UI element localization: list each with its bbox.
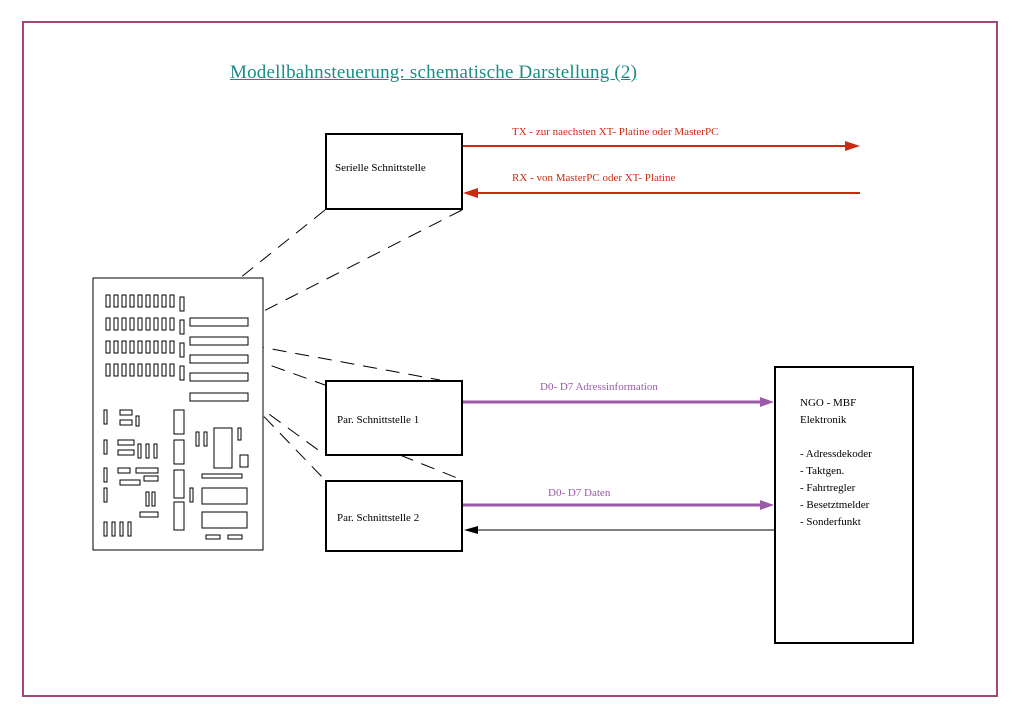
ic-pin <box>145 317 151 331</box>
ngo-title-line1: NGO - MBF <box>800 397 857 409</box>
address-signal-label: D0- D7 Adressinformation <box>540 381 658 393</box>
serial-interface-label: Serielle Schnittstelle <box>335 162 426 174</box>
ic-pin <box>161 363 167 377</box>
ic-pin <box>179 365 185 381</box>
ic-pin <box>137 340 143 354</box>
ic-pin <box>145 340 151 354</box>
ic-pin <box>145 363 151 377</box>
ic-pin <box>153 317 159 331</box>
ic-pin <box>179 319 185 335</box>
ic-pin <box>105 340 111 354</box>
diagram-title: Modellbahnsteuerung: schematische Darste… <box>230 62 638 83</box>
ic-pin <box>179 342 185 358</box>
ic-pin <box>137 317 143 331</box>
ic-pin <box>105 317 111 331</box>
ic-pin <box>121 340 127 354</box>
ngo-item-address-decoder: - Adressdekoder <box>800 448 872 460</box>
page-frame <box>22 21 998 697</box>
circuit-board <box>92 277 264 551</box>
ic-pin <box>121 317 127 331</box>
ic-pin <box>121 294 127 308</box>
ngo-mbf-box: NGO - MBF Elektronik - Adressdekoder - T… <box>774 366 914 644</box>
board-components <box>103 409 249 540</box>
dashed-line <box>249 209 463 319</box>
ic-pin <box>129 363 135 377</box>
return-arrow <box>464 526 774 534</box>
ic-pin <box>161 340 167 354</box>
ic-pin <box>129 317 135 331</box>
ic-pin <box>153 294 159 308</box>
ic-pin <box>161 294 167 308</box>
ic-pin <box>145 294 151 308</box>
ic-pin <box>179 296 185 312</box>
ngo-mbf-title: NGO - MBF Elektronik <box>800 395 856 429</box>
ngo-title-line2: Elektronik <box>800 414 847 426</box>
data-arrow <box>462 500 774 510</box>
board-connectors <box>189 317 249 402</box>
data-signal-label: D0- D7 Daten <box>548 487 611 499</box>
ic-pin <box>129 294 135 308</box>
parallel-interface-1-box: Par. Schnittstelle 1 <box>325 380 463 456</box>
ic-pin <box>169 317 175 331</box>
ngo-item-clock-generator: - Taktgen. <box>800 465 845 477</box>
ic-pin <box>169 363 175 377</box>
ic-pin <box>137 363 143 377</box>
ic-pin <box>105 363 111 377</box>
ngo-item-special-functions: - Sonderfunkt <box>800 516 861 528</box>
tx-label: TX - zur naechsten XT- Platine oder Mast… <box>512 126 719 138</box>
address-arrow <box>462 397 774 407</box>
ic-pin <box>129 340 135 354</box>
dashed-line <box>399 454 463 481</box>
ngo-item-speed-controller: - Fahrtregler <box>800 482 856 494</box>
rx-label: RX - von MasterPC oder XT- Platine <box>512 172 676 184</box>
ic-pin <box>137 294 143 308</box>
serial-interface-box: Serielle Schnittstelle <box>325 133 463 210</box>
rx-arrow <box>463 188 860 198</box>
ic-pin <box>113 340 119 354</box>
ic-pin <box>169 294 175 308</box>
parallel-interface-2-label: Par. Schnittstelle 2 <box>337 512 420 524</box>
ngo-item-occupancy-detector: - Besetztmelder <box>800 499 870 511</box>
ic-pin <box>105 294 111 308</box>
ic-pin-rows <box>105 294 185 381</box>
ic-pin <box>113 363 119 377</box>
ic-pin <box>113 317 119 331</box>
dashed-line <box>249 344 441 381</box>
ic-pin <box>113 294 119 308</box>
ic-pin <box>121 363 127 377</box>
ic-pin <box>153 363 159 377</box>
ic-pin <box>153 340 159 354</box>
ic-pin <box>169 340 175 354</box>
tx-arrow <box>462 141 860 151</box>
parallel-interface-2-box: Par. Schnittstelle 2 <box>325 480 463 552</box>
dashed-line <box>247 399 326 481</box>
ic-pin <box>161 317 167 331</box>
ngo-function-list: - Adressdekoder - Taktgen. - Fahrtregler… <box>800 446 872 531</box>
parallel-interface-1-label: Par. Schnittstelle 1 <box>337 414 420 426</box>
